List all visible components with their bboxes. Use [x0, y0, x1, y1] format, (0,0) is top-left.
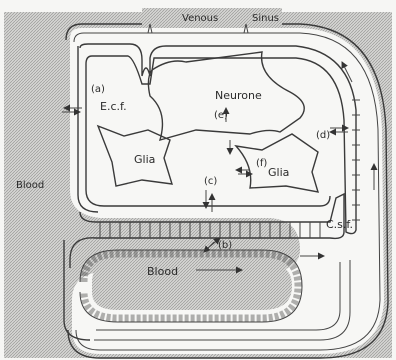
- label-a: (a): [91, 84, 105, 95]
- neurone-label: Neurone: [215, 89, 262, 102]
- label-d: (d): [316, 130, 330, 141]
- label-b: (b): [218, 240, 232, 251]
- label-c: (c): [204, 176, 217, 187]
- venous-label: Venous: [182, 13, 218, 24]
- blood-center-label: Blood: [147, 265, 178, 278]
- csf-label: C.s.f.: [326, 218, 353, 231]
- choroid-blood-core: [92, 262, 292, 310]
- ecf-label: E.c.f.: [100, 100, 127, 113]
- label-f: (f): [256, 158, 267, 169]
- blood-left-label: Blood: [16, 180, 44, 191]
- sinus-label: Sinus: [252, 13, 279, 24]
- glia-left-label: Glia: [134, 153, 155, 166]
- glia-right-label: Glia: [268, 166, 289, 179]
